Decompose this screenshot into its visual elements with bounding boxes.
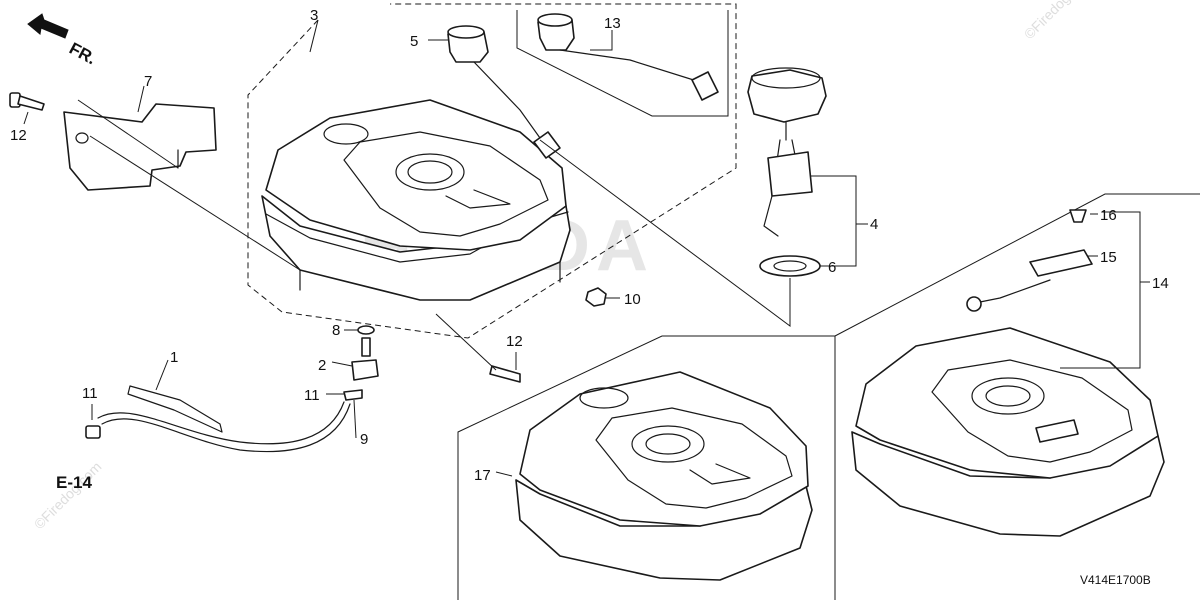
fuel-gauge-13 <box>537 13 719 101</box>
bolt-12-lower <box>489 365 521 383</box>
front-arrow-icon <box>27 13 69 39</box>
callout-label: 8 <box>332 322 340 339</box>
callout-label: 5 <box>410 33 418 50</box>
leader-lines <box>23 19 1150 477</box>
callout-label: 12 <box>10 127 27 144</box>
callout-label: 17 <box>474 467 491 484</box>
callout-label: 2 <box>318 357 326 374</box>
callout-label: 10 <box>624 291 641 308</box>
fuel-tank-17 <box>515 371 813 581</box>
front-direction-indicator: FR. <box>27 13 99 69</box>
bolt-12-upper <box>9 92 45 111</box>
upper-group-dashed-boundary <box>247 3 737 339</box>
corner-watermark: ©Firedog.com <box>31 458 105 532</box>
callout-label: 11 <box>82 385 98 402</box>
callout-label: 6 <box>828 259 836 276</box>
fuel-hoses <box>85 385 351 453</box>
reference-label: E-14 <box>56 473 92 492</box>
callout-label: 16 <box>1100 207 1117 224</box>
callout-label: 1 <box>170 349 178 366</box>
callout-label: 15 <box>1100 249 1117 266</box>
main-fuel-tank <box>261 99 571 301</box>
fuel-cap-assembly <box>747 67 827 277</box>
callout-label: 7 <box>144 73 152 90</box>
nut-10 <box>585 287 607 307</box>
float-inset-frame <box>516 10 729 117</box>
front-direction-label: FR. <box>66 39 99 69</box>
callout-label: 13 <box>604 15 621 32</box>
callout-label: 4 <box>870 216 878 233</box>
callout-label: 9 <box>360 431 368 448</box>
drain-valve-assembly <box>343 325 379 401</box>
callout-label: 14 <box>1152 275 1169 292</box>
fuel-tank-14 <box>851 209 1165 537</box>
callout-label: 12 <box>506 333 523 350</box>
lower-section-divider <box>457 335 836 600</box>
callout-labels: 1 2 3 4 5 6 7 8 9 10 11 11 12 12 13 14 1… <box>10 7 1169 484</box>
right-section-divider <box>834 193 1200 337</box>
callout-label: 11 <box>304 387 320 404</box>
callout-label: 3 <box>310 7 318 24</box>
corner-watermark: ©Firedog.com <box>1021 0 1095 42</box>
tank-bracket <box>63 103 217 191</box>
drawing-code: V414E1700B <box>1080 573 1151 587</box>
